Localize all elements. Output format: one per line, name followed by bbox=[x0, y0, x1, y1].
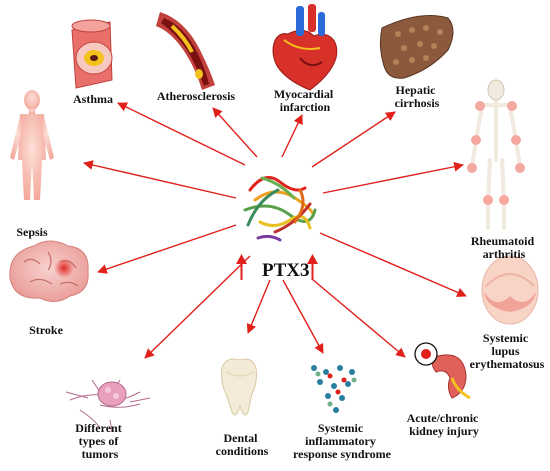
cell-cluster-icon bbox=[311, 365, 357, 413]
human-body-icon bbox=[10, 90, 54, 200]
liver-icon bbox=[379, 15, 454, 79]
lung-airway-icon bbox=[71, 19, 113, 89]
arrow-sle bbox=[319, 232, 467, 298]
label-dental: Dental conditions bbox=[216, 431, 269, 458]
artery-plaque-icon bbox=[156, 12, 215, 90]
center-label: PTX3 bbox=[262, 260, 310, 281]
right-up-arrow-shaft bbox=[311, 262, 314, 280]
tumor-icon bbox=[65, 379, 151, 433]
left-up-arrow-shaft bbox=[240, 262, 243, 280]
arrow-atherosclerosis bbox=[212, 107, 258, 158]
arrow-kidney bbox=[311, 278, 406, 358]
left-up-arrow-head bbox=[236, 254, 247, 264]
arrow-sirs bbox=[282, 279, 324, 354]
label-kidney: Acute/chronic kidney injury bbox=[407, 411, 482, 438]
label-sirs: Systemic inflammatory response syndrome bbox=[293, 421, 392, 461]
heart-icon bbox=[272, 4, 338, 91]
label-sepsis: Sepsis bbox=[16, 225, 48, 239]
ptx3-protein-icon bbox=[243, 176, 317, 242]
arrow-tumors bbox=[144, 255, 251, 359]
disease-labels: Asthma Atherosclerosis Myocardial infarc… bbox=[16, 83, 544, 461]
label-rheumatoid-arthritis: Rheumatoid arthritis bbox=[471, 234, 537, 261]
brain-icon bbox=[9, 240, 89, 302]
arrow-hepatic bbox=[311, 111, 396, 168]
arrow-dental bbox=[246, 279, 271, 334]
right-up-arrow-head bbox=[307, 254, 318, 264]
label-asthma: Asthma bbox=[73, 92, 113, 106]
face-rash-icon bbox=[481, 255, 539, 325]
label-hepatic-cirrhosis: Hepatic cirrhosis bbox=[395, 83, 440, 110]
label-sle: Systemic lupus erythematosus bbox=[470, 331, 545, 371]
arrow-asthma bbox=[117, 102, 246, 166]
arrows bbox=[83, 102, 467, 359]
skeleton-icon bbox=[467, 79, 525, 230]
label-stroke: Stroke bbox=[29, 323, 63, 337]
label-myocardial-infarction: Myocardial infarction bbox=[274, 87, 336, 114]
arrow-ra bbox=[322, 161, 464, 194]
arrow-stroke bbox=[97, 224, 237, 274]
label-tumors: Different types of tumors bbox=[75, 421, 124, 461]
tooth-icon bbox=[221, 358, 257, 416]
arrow-sepsis bbox=[83, 160, 237, 199]
kidney-icon bbox=[414, 342, 471, 400]
arrow-myocardial bbox=[281, 114, 303, 158]
label-atherosclerosis: Atherosclerosis bbox=[157, 89, 236, 103]
upregulation-arrows bbox=[236, 254, 318, 280]
